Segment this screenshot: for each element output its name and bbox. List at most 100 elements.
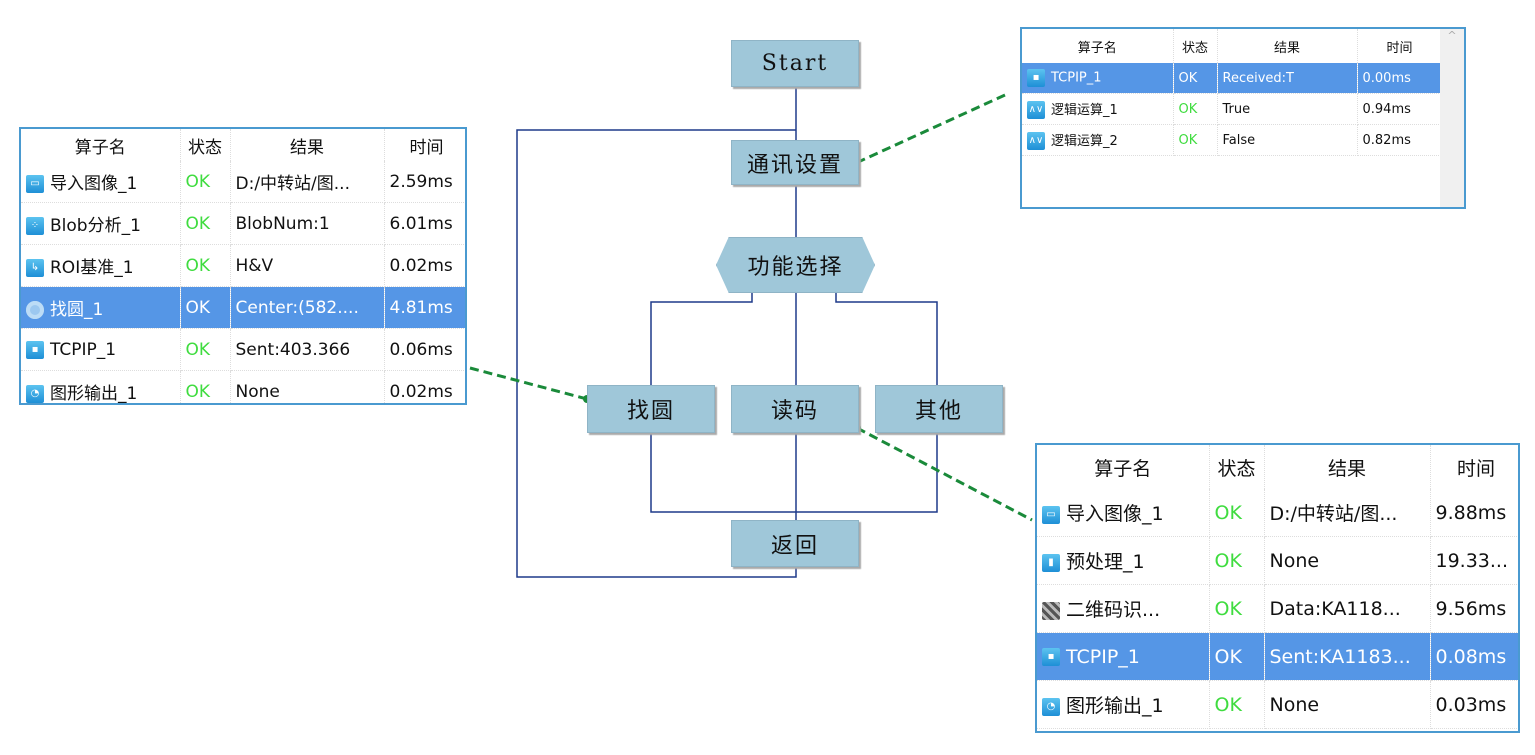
result-cell: None (1264, 536, 1431, 585)
logic-icon: ∧∨ (1027, 132, 1045, 151)
result-cell: H&V (230, 244, 385, 287)
cell-name: ◔图形输出_1 (21, 370, 181, 404)
column-header-status[interactable]: 状态 (1173, 29, 1218, 63)
flow-node-read-code[interactable]: 读码 (731, 385, 859, 433)
operator-name: 预处理_1 (1066, 551, 1145, 573)
blob-icon: ⁘ (26, 217, 44, 235)
column-header-name[interactable]: 算子名 (1037, 445, 1210, 489)
scroll-up-icon[interactable]: ^ (1447, 29, 1457, 42)
time-cell: 9.88ms (1430, 489, 1518, 537)
column-header-status[interactable]: 状态 (1209, 445, 1265, 489)
flow-node-start[interactable]: Start (731, 40, 859, 87)
status-cell: OK (180, 286, 231, 329)
column-header-time[interactable]: 时间 (1430, 445, 1518, 489)
column-header-time[interactable]: 时间 (1357, 29, 1443, 63)
result-cell: True (1217, 93, 1358, 125)
cell-name: ↳ROI基准_1 (21, 244, 181, 287)
column-header-status[interactable]: 状态 (180, 129, 231, 161)
table-header: 算子名状态结果时间 (21, 129, 465, 161)
column-header-name[interactable]: 算子名 (21, 129, 181, 161)
status-cell: OK (1209, 584, 1265, 633)
callout-line-left (469, 366, 588, 401)
status-cell: OK (1209, 489, 1265, 537)
result-cell: D:/中转站/图... (1264, 489, 1431, 537)
status-cell: OK (1209, 632, 1265, 681)
operator-name: 导入图像_1 (1066, 503, 1164, 525)
network-icon: ▪ (26, 340, 44, 359)
flow-node-function-select[interactable]: 功能选择 (716, 237, 875, 293)
result-cell: Sent:403.366 (230, 328, 385, 371)
circle-icon (26, 301, 44, 319)
network-icon: ▪ (1027, 69, 1045, 87)
cell-name: 找圆_1 (21, 286, 181, 329)
operator-name: 导入图像_1 (50, 174, 138, 194)
operator-name: TCPIP_1 (50, 339, 117, 360)
column-header-time[interactable]: 时间 (384, 129, 465, 161)
time-cell: 19.33... (1430, 536, 1518, 585)
cell-name: ▪ TCPIP_1 (1037, 632, 1210, 681)
result-cell: Received:T (1217, 63, 1358, 94)
status-cell: OK (1209, 536, 1265, 585)
qrcode-icon (1042, 601, 1060, 620)
status-cell: OK (180, 161, 231, 203)
branch-line (835, 293, 938, 385)
column-header-result[interactable]: 结果 (230, 129, 385, 161)
operator-name: 逻辑运算_1 (1051, 102, 1118, 118)
time-cell: 0.82ms (1357, 124, 1443, 156)
result-cell: Center:(582.... (230, 286, 385, 329)
flow-node-find-circle[interactable]: 找圆 (587, 385, 715, 433)
column-header-result[interactable]: 结果 (1264, 445, 1431, 489)
branch-line (650, 293, 753, 385)
time-cell: 0.03ms (1430, 680, 1518, 729)
operator-name: TCPIP_1 (1066, 645, 1140, 668)
status-cell: OK (1173, 124, 1218, 156)
result-cell: None (1264, 680, 1431, 729)
column-header-result[interactable]: 结果 (1217, 29, 1358, 63)
time-cell: 4.81ms (384, 286, 465, 329)
status-cell: OK (180, 328, 231, 371)
cell-name: ▪ TCPIP_1 (1022, 63, 1174, 94)
network-icon: ▪ (1042, 648, 1060, 666)
status-cell: OK (180, 244, 231, 287)
operator-name: 找圆_1 (50, 300, 104, 320)
operator-name: TCPIP_1 (1051, 70, 1102, 86)
column-header-name[interactable]: 算子名 (1022, 29, 1174, 63)
operator-name: 图形输出_1 (1066, 695, 1164, 717)
flow-node-other[interactable]: 其他 (875, 385, 1003, 433)
flow-node-comm-settings[interactable]: 通讯设置 (731, 140, 859, 185)
callout-line-top (855, 93, 1006, 165)
status-cell: OK (180, 370, 231, 403)
preprocess-icon: ▮ (1042, 553, 1060, 572)
cell-name: ▪ TCPIP_1 (21, 328, 181, 371)
operator-name: 图形输出_1 (50, 384, 138, 404)
flow-node-return[interactable]: 返回 (731, 520, 859, 567)
scrollbar[interactable]: ^ (1440, 29, 1464, 207)
operator-name: ROI基准_1 (50, 258, 134, 278)
cell-name: ◔图形输出_1 (1037, 680, 1210, 729)
cell-name: ∧∨ 逻辑运算_2 (1022, 124, 1174, 156)
status-cell: OK (1209, 680, 1265, 729)
result-cell: Sent:KA1183... (1264, 632, 1431, 681)
result-cell: D:/中转站/图... (230, 161, 385, 203)
status-cell: OK (1173, 63, 1218, 94)
time-cell: 0.94ms (1357, 93, 1443, 125)
operator-name: 二维码识... (1066, 599, 1161, 621)
logic-icon: ∧∨ (1027, 101, 1045, 120)
operator-name: 逻辑运算_2 (1051, 133, 1118, 149)
